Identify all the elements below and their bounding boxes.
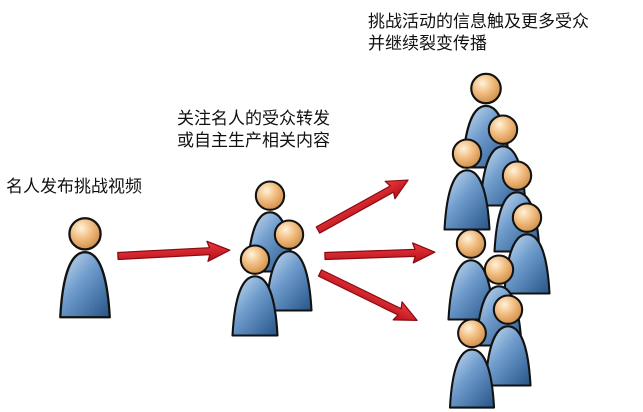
- step3-label-line1: 挑战活动的信息触及更多受众: [368, 12, 589, 32]
- arrow-spread-down: [314, 263, 423, 330]
- follower-group: [231, 180, 313, 337]
- source-person: [59, 217, 111, 319]
- step1-label: 名人发布挑战视频: [6, 177, 142, 197]
- step3-label-line2: 并继续裂变传播: [368, 34, 487, 54]
- step2-label: 关注名人的受众转发 或自主生产相关内容: [177, 108, 330, 152]
- step2-label-line2: 或自主生产相关内容: [177, 131, 330, 151]
- step3-label: 挑战活动的信息触及更多受众 并继续裂变传播: [368, 11, 589, 55]
- step2-label-line1: 关注名人的受众转发: [177, 109, 330, 129]
- arrow-source-to-followers: [116, 239, 232, 267]
- arrow-spread-up: [312, 170, 414, 240]
- arrow-spread-middle: [323, 241, 436, 267]
